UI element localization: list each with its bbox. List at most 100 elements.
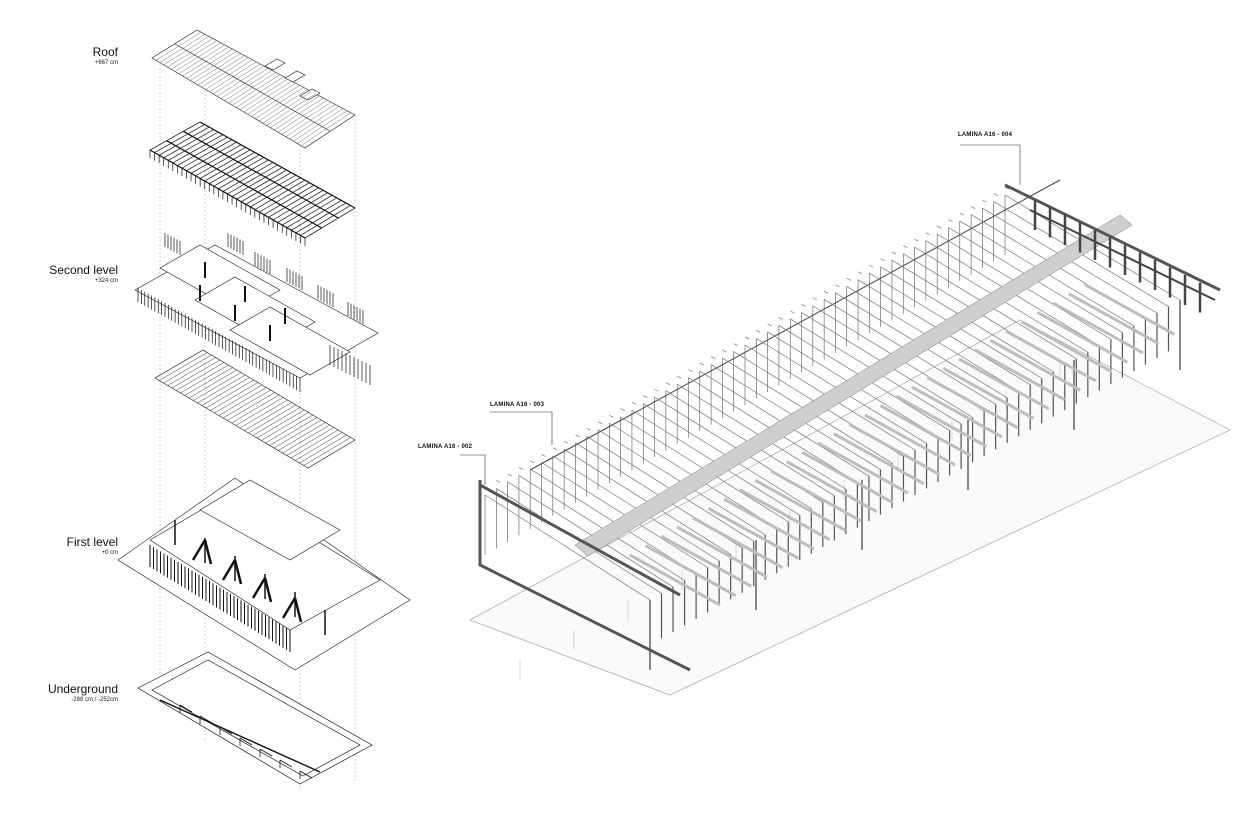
roof-hatch-line [322, 110, 348, 127]
ridge-beam [574, 214, 1133, 557]
underground-walls-line [279, 759, 293, 768]
level-label-underground: Underground [47, 682, 118, 696]
roof-structure-slats-line [209, 154, 260, 184]
joist-slats-line [214, 384, 263, 414]
roof-structure-slats-line [154, 124, 205, 153]
inner-beams-line [629, 553, 721, 607]
rafters-line [552, 447, 557, 451]
roof-structure-slats-line [250, 177, 301, 208]
level-elevation-second: +324 cm [94, 278, 118, 284]
rafters-line [744, 336, 750, 340]
rafters-line [507, 481, 674, 588]
back-frame-columns-line [1029, 209, 1216, 301]
roof-hatch-line [236, 91, 261, 108]
inner-beams-line [770, 469, 862, 523]
joist-slats-line [205, 379, 254, 409]
inner-beams-line [1083, 283, 1176, 336]
roof-hatch-line [220, 83, 245, 99]
joist-slats-line [231, 394, 280, 424]
roof-hatch-line [186, 36, 209, 51]
level-elevation-roof: +667 cm [94, 60, 118, 66]
callout-lamina-003: LAMINA A16 - 003 [490, 402, 545, 408]
rafters-line [631, 401, 637, 405]
rafters-line [970, 206, 976, 209]
rafters-line [699, 362, 704, 366]
first-level-walls-line [221, 559, 237, 581]
rafters-line [835, 284, 840, 288]
inner-beams-line [754, 479, 847, 532]
joist-slats-line [261, 412, 309, 441]
roof-hatch-line [167, 52, 191, 68]
roof-hatch-line [236, 63, 261, 79]
roof-structure-slats-line [295, 202, 347, 234]
first-level-walls-line [281, 597, 297, 619]
inner-beams [629, 283, 1176, 607]
roof-hatch-line [266, 109, 292, 126]
roof-hatch-line [278, 115, 303, 133]
underground-plan [137, 651, 373, 785]
joist-slats-line [159, 352, 208, 381]
joist-slats-line [273, 419, 322, 449]
inner-beams-line [738, 488, 831, 541]
roof-hatch-line [301, 128, 327, 146]
roof-hatch-line [271, 82, 296, 99]
rafters-line [790, 310, 795, 314]
roof-structure-slats-line [190, 144, 242, 174]
roof-structure-slats-line [263, 184, 315, 216]
roof-structure-slats-line [245, 174, 296, 205]
inner-beams-line [832, 432, 925, 485]
roof-hatch-line [186, 63, 210, 79]
roof-structure-slats-line [181, 139, 233, 169]
roof-hatch-line [310, 104, 336, 121]
rafters-line [1004, 186, 1010, 190]
roof-structure-slats-line [241, 172, 292, 203]
roof-structure-slats-line [227, 164, 278, 195]
joist-slats [154, 349, 356, 469]
joist-slats-line [290, 429, 339, 459]
roof-structure-slats-line [158, 126, 210, 156]
joist-slats-line [222, 389, 271, 419]
underground-walls-line [299, 770, 313, 779]
underground-walls-line [259, 748, 273, 757]
roof-hatch-line [221, 55, 245, 71]
rafters-line [710, 356, 716, 359]
inner-beams-line [1036, 311, 1129, 364]
underground-walls [159, 699, 321, 779]
rafters-line [586, 427, 591, 431]
rafters-line [880, 258, 885, 262]
roof-hatch-line [202, 44, 225, 60]
roof-hatch-line [267, 80, 292, 97]
rafters-line [801, 304, 806, 307]
rafters-line [733, 343, 738, 346]
joist-slats-line [197, 374, 246, 404]
roof-plate [151, 29, 356, 149]
joist-slats-line [239, 399, 288, 429]
joist-slats-line [252, 407, 301, 436]
inner-beams-line [973, 348, 1066, 401]
level-label-second: Second level [49, 263, 118, 277]
roof-structure-slats [149, 121, 356, 246]
roof-hatch-line [287, 91, 312, 108]
rafters-line [937, 225, 942, 229]
roof-structure-slats-line [236, 169, 287, 200]
structural-axonometric [460, 144, 1231, 696]
rafters-line [563, 441, 569, 444]
rafters-line [507, 473, 512, 477]
roof-hatch-line [248, 70, 273, 86]
underground-walls-line [239, 737, 253, 746]
rafters-line [654, 388, 659, 392]
joist-slats-line [184, 367, 233, 396]
callout-leaders [460, 144, 1021, 485]
level-elevation-underground: -288 cm / -252cm [71, 697, 118, 703]
roof-hatch-line [252, 72, 277, 88]
joist-slats-line [210, 382, 259, 411]
roof-hatch-line [224, 85, 249, 101]
roof-hatch-line [244, 68, 269, 84]
joist-slats-line [235, 397, 284, 426]
roof-structure-slats-line [163, 129, 214, 159]
roof-hatch-line [209, 76, 234, 92]
rafters-line [903, 245, 908, 249]
joist-slats-line [265, 414, 313, 444]
inner-beams-line [911, 385, 1003, 439]
roof-structure-slats-line [149, 149, 306, 239]
